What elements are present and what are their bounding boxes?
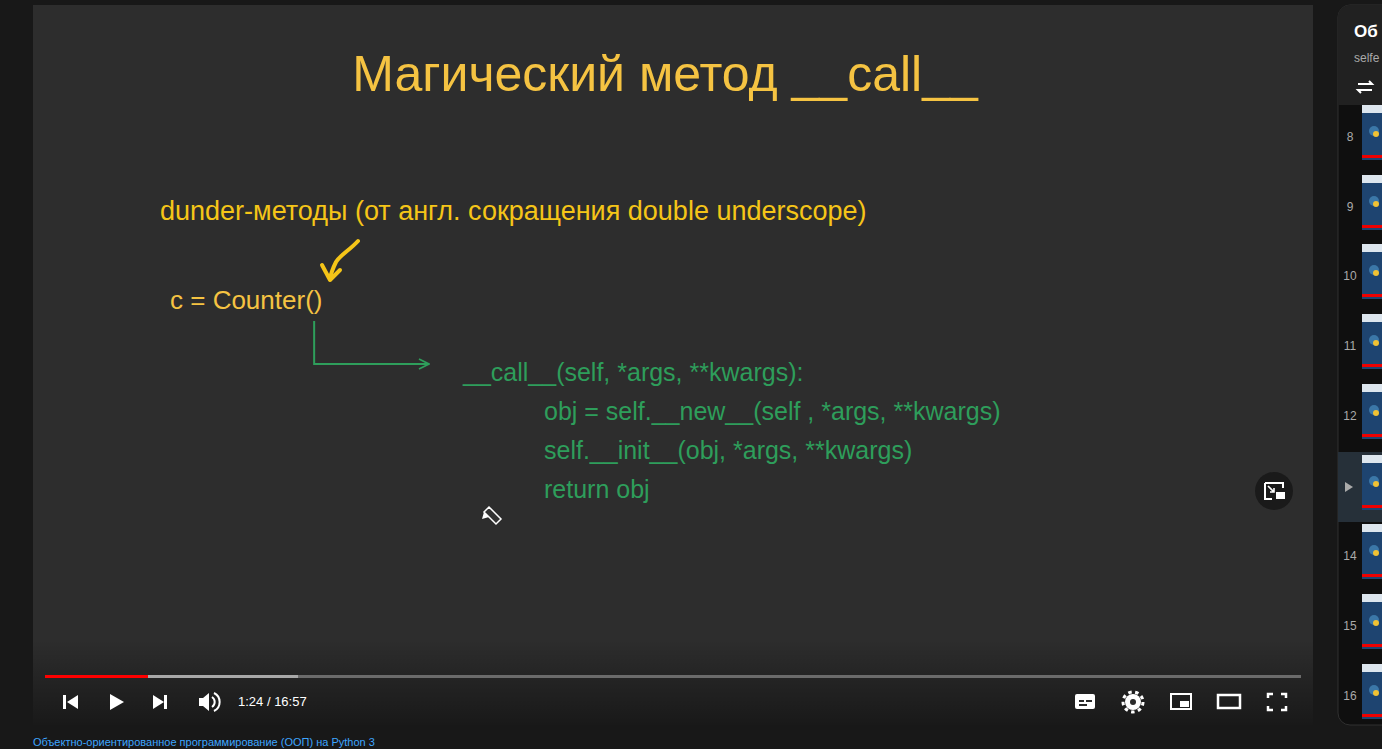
playlist-index: 11 (1335, 339, 1365, 354)
playlist-thumbs (1362, 105, 1382, 719)
playlist-index: 14 (1335, 549, 1365, 564)
progress-track (45, 675, 1301, 678)
slide-ground (33, 5, 1313, 725)
playlist-header (1338, 5, 1382, 105)
playlist-index: 8 (1335, 130, 1365, 145)
pip-button (1255, 472, 1293, 510)
control-icons-right (1075, 692, 1286, 712)
slide-subheading: dunder-методы (от англ. сокращения doubl… (160, 195, 867, 227)
progress-played (45, 675, 148, 678)
playlist-index: 9 (1335, 200, 1365, 215)
playlist-link: Объектно-ориентированное программировани… (33, 736, 375, 749)
playlist-panel (1338, 5, 1382, 725)
pen-cursor (482, 507, 501, 524)
code-block: __call__(self, *args, **kwargs):obj = se… (430, 353, 1036, 509)
playlist-index: 16 (1335, 689, 1365, 704)
pointer-arrow-head (322, 265, 340, 280)
control-shade (33, 640, 1313, 725)
flow-arrow (314, 321, 429, 364)
current-row (1338, 452, 1382, 522)
code-line: self.__init__(obj, *args, **kwargs) (463, 431, 1036, 470)
loop-icon (1358, 81, 1372, 93)
playlist-index: 12 (1335, 409, 1365, 424)
code-line: obj = self.__new__(self , *args, **kwarg… (463, 392, 1036, 431)
playlist-channel: selfe (1354, 51, 1379, 66)
playlist-title: Об (1354, 21, 1378, 42)
code-line: return obj (463, 470, 1036, 509)
slide-title: Магический метод __call__ (0, 44, 1330, 104)
call-expression: c = Counter() (170, 284, 325, 316)
playlist-index: 10 (1335, 269, 1365, 284)
time-display: 1:24 / 16:57 (238, 694, 307, 710)
code-line: __call__(self, *args, **kwargs): (463, 353, 1036, 392)
playlist-index: 15 (1335, 619, 1365, 634)
progress-buffered (45, 675, 298, 678)
now-playing-mark (1345, 482, 1353, 492)
code-line: c = Counter() (170, 284, 325, 316)
control-icons (63, 693, 220, 711)
